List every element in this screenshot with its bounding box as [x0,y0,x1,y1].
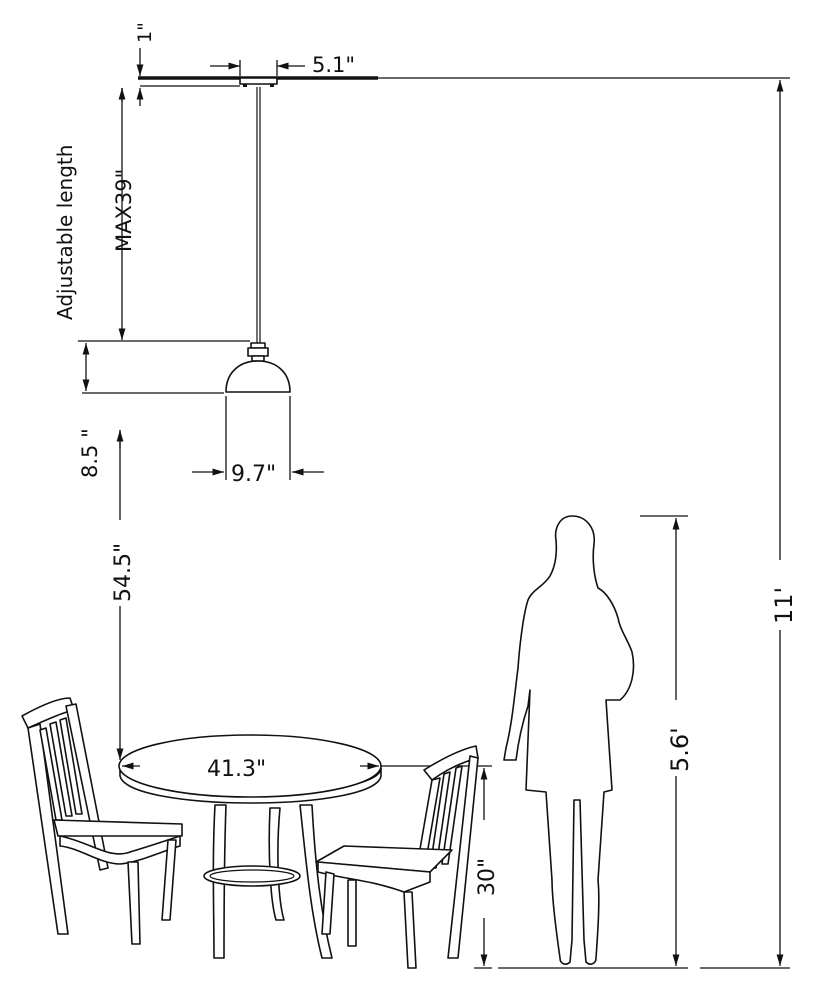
person-height-dimension [640,515,688,969]
canopy-width-dimension [210,60,305,76]
table-gap-label: 54.5" [111,543,136,602]
pendant-cord [256,87,261,343]
adjustable-length-label: Adjustable length [53,145,77,320]
lamp-socket [247,342,269,362]
table-height-label: 30" [475,858,500,896]
table-diameter-label: 41.3" [207,757,266,782]
table-height-dimension [474,768,492,969]
right-chair [315,745,479,969]
left-chair [21,697,183,945]
canopy-width-label: 5.1" [312,53,355,77]
canopy [140,77,278,87]
shade-height-dimension [82,343,224,394]
lamp-shade [225,360,291,393]
ceiling-height-label: 11' [770,587,798,624]
canopy-height-label: 1" [134,22,156,43]
shade-width-dimension [192,396,324,480]
max-length-label: MAX39" [112,169,136,252]
shade-height-label: 8.5 " [78,428,102,478]
person-height-label: 5.6' [666,727,694,772]
person-silhouette [503,515,635,965]
shade-width-label: 9.7" [231,462,276,487]
max-length-dimension [78,88,250,342]
ceiling-height-dimension [700,80,790,969]
